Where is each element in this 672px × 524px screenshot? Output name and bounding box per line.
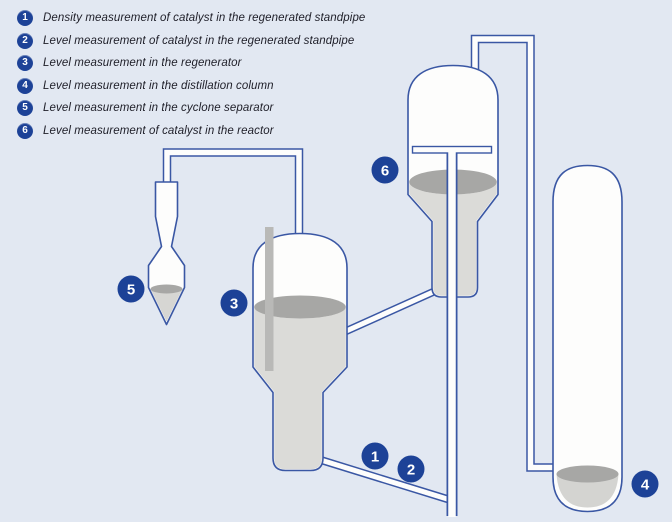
diagram-badge-6-number: 6 bbox=[381, 162, 389, 179]
diagram-badge-5: 5 bbox=[117, 275, 145, 303]
regenerated-standpipe-pipe bbox=[314, 454, 454, 505]
bottom-edge-strip bbox=[0, 522, 672, 524]
diagram-badge-1: 1 bbox=[361, 442, 389, 470]
reactor-overhead-pipe bbox=[470, 34, 557, 472]
diagram-badge-3: 3 bbox=[220, 289, 248, 317]
diagram-badge-1-number: 1 bbox=[371, 448, 379, 465]
regenerator-dipleg bbox=[265, 227, 274, 371]
legend-label-5: Level measurement in the cyclone separat… bbox=[43, 102, 274, 115]
legend-item-6: 6 Level measurement of catalyst in the r… bbox=[0, 120, 365, 143]
diagram-badge-5-number: 5 bbox=[127, 281, 135, 298]
legend-label-3: Level measurement in the regenerator bbox=[43, 57, 242, 70]
legend-badge-5-icon: 5 bbox=[17, 100, 33, 117]
legend-badge-4-icon: 4 bbox=[17, 77, 33, 94]
spent-catalyst-pipe bbox=[341, 288, 435, 337]
cyclone-catalyst-surface bbox=[150, 284, 183, 294]
distillation-column-vessel bbox=[552, 164, 623, 513]
diagram-badge-2-number: 2 bbox=[407, 461, 415, 478]
legend-item-5: 5 Level measurement in the cyclone separ… bbox=[0, 97, 365, 120]
legend-item-4: 4 Level measurement in the distillation … bbox=[0, 75, 365, 98]
legend-item-2: 2 Level measurement of catalyst in the r… bbox=[0, 30, 365, 53]
legend-label-4: Level measurement in the distillation co… bbox=[43, 79, 274, 92]
legend-badge-6-icon: 6 bbox=[17, 122, 33, 139]
diagram-badge-3-number: 3 bbox=[230, 295, 238, 312]
legend-label-6: Level measurement of catalyst in the rea… bbox=[43, 124, 274, 137]
legend-badge-2-icon: 2 bbox=[17, 32, 33, 49]
diagram-badge-4: 4 bbox=[631, 470, 659, 498]
regenerator-catalyst-fill bbox=[254, 307, 346, 470]
legend-item-1: 1 Density measurement of catalyst in the… bbox=[0, 7, 365, 30]
regenerator-catalyst-surface bbox=[254, 295, 346, 319]
cyclone-catalyst-fill bbox=[150, 289, 183, 322]
legend-badge-3-icon: 3 bbox=[17, 55, 33, 72]
legend-badge-1-icon: 1 bbox=[17, 10, 33, 27]
cyclone-overhead-pipe bbox=[162, 148, 304, 242]
legend-label-2: Level measurement of catalyst in the reg… bbox=[43, 34, 355, 47]
legend-label-1: Density measurement of catalyst in the r… bbox=[43, 12, 366, 25]
legend: 1 Density measurement of catalyst in the… bbox=[0, 7, 365, 142]
legend-item-3: 3 Level measurement in the regenerator bbox=[0, 52, 365, 75]
column-liquid-surface bbox=[556, 465, 619, 483]
diagram-badge-6: 6 bbox=[371, 156, 399, 184]
column-liquid-fill bbox=[556, 474, 619, 508]
diagram-badge-4-number: 4 bbox=[641, 476, 650, 493]
diagram-badge-2: 2 bbox=[397, 455, 425, 483]
